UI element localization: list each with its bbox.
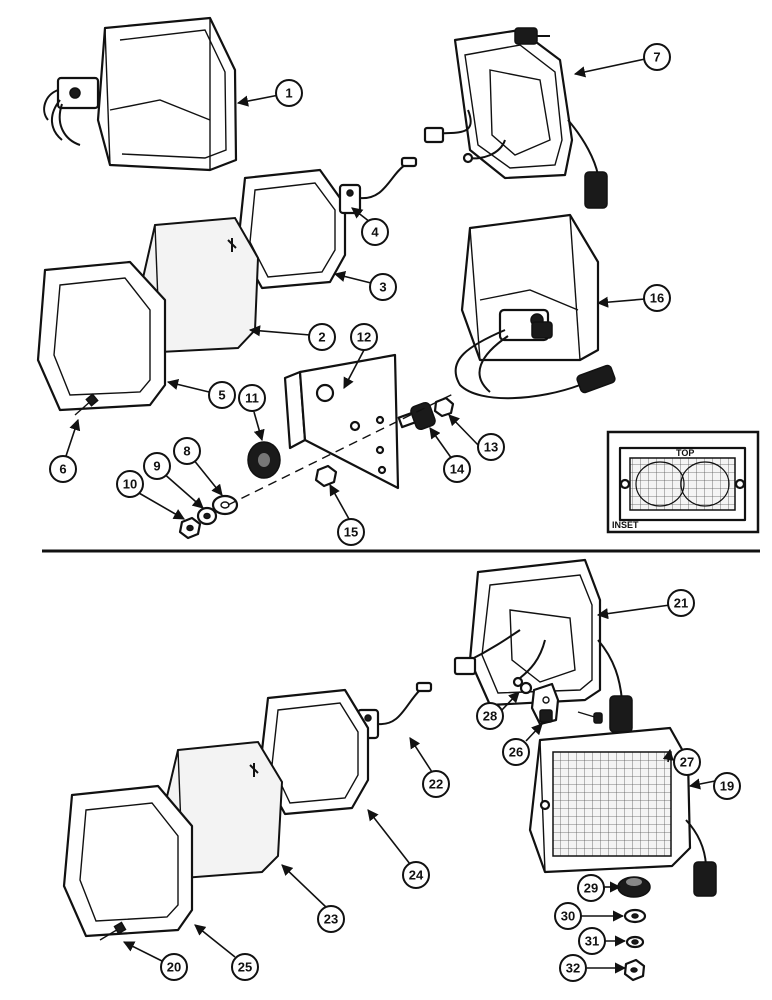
callout-29: 29 [577, 874, 605, 902]
svg-text:30: 30 [561, 909, 575, 924]
svg-text:31: 31 [585, 934, 599, 949]
svg-text:2: 2 [318, 330, 325, 345]
lamp-assembly-part-19 [528, 726, 717, 897]
callout-6: 6 [49, 455, 77, 483]
svg-text:25: 25 [238, 960, 252, 975]
callout-30: 30 [554, 902, 582, 930]
callout-27: 27 [673, 748, 701, 776]
lamp-housing-part-16 [454, 213, 616, 400]
lamp-housing-part-1 [43, 16, 238, 172]
inset-label: INSET [612, 520, 639, 530]
callout-16: 16 [643, 284, 671, 312]
grommet-part-29 [617, 876, 651, 898]
svg-text:10: 10 [123, 477, 137, 492]
callout-32: 32 [559, 954, 587, 982]
inset-top-mark: TOP [676, 448, 694, 458]
terminal-part-28 [519, 681, 533, 695]
svg-text:9: 9 [153, 459, 160, 474]
callout-8: 8 [173, 437, 201, 465]
callout-3: 3 [369, 273, 397, 301]
svg-text:29: 29 [584, 881, 598, 896]
callout-9: 9 [143, 452, 171, 480]
bezel-part-25 [62, 784, 194, 938]
svg-text:24: 24 [409, 868, 424, 883]
svg-text:7: 7 [653, 50, 660, 65]
svg-text:28: 28 [483, 709, 497, 724]
callout-12: 12 [350, 323, 378, 351]
lamp-housing-part-7 [423, 27, 608, 209]
callout-15: 15 [337, 518, 365, 546]
svg-text:20: 20 [167, 960, 181, 975]
nut-part-10 [178, 516, 202, 540]
nut-part-15 [314, 464, 338, 488]
nut-part-32 [623, 958, 646, 982]
bolt-part-27 [577, 711, 603, 724]
svg-text:4: 4 [371, 225, 379, 240]
leader-lines [65, 58, 716, 974]
bracket-part-26 [530, 682, 560, 726]
callout-11: 11 [238, 384, 266, 412]
svg-text:21: 21 [674, 596, 688, 611]
callout-14: 14 [443, 455, 471, 483]
callout-13: 13 [477, 433, 505, 461]
svg-text:26: 26 [509, 745, 523, 760]
callout-7: 7 [643, 43, 671, 71]
lamp-housing-part-21 [453, 558, 633, 733]
svg-text:13: 13 [484, 440, 498, 455]
svg-text:19: 19 [720, 779, 734, 794]
callout-23: 23 [317, 905, 345, 933]
svg-text:16: 16 [650, 291, 664, 306]
callout-4: 4 [361, 218, 389, 246]
callout-22: 22 [422, 770, 450, 798]
grommet-part-11 [247, 441, 281, 479]
svg-text:1: 1 [285, 86, 292, 101]
callout-31: 31 [578, 927, 606, 955]
washer-part-30 [623, 908, 647, 924]
callout-2: 2 [308, 323, 336, 351]
bulb-socket-part-4 [338, 156, 418, 215]
callout-21: 21 [667, 589, 695, 617]
screw-part-6 [74, 393, 99, 416]
svg-text:23: 23 [324, 912, 338, 927]
svg-text:6: 6 [59, 462, 66, 477]
washer-part-8 [211, 494, 239, 516]
callout-24: 24 [402, 861, 430, 889]
svg-text:32: 32 [566, 961, 580, 976]
mounting-bracket-part-12 [283, 353, 400, 490]
assembly-axis-line [227, 392, 456, 506]
svg-text:8: 8 [183, 444, 190, 459]
inset-box: TOP INSET [606, 430, 760, 534]
callout-1: 1 [275, 79, 303, 107]
bezel-part-5 [36, 260, 167, 412]
stud-part-14 [397, 401, 436, 431]
callout-5: 5 [208, 381, 236, 409]
svg-text:22: 22 [429, 777, 443, 792]
svg-text:11: 11 [245, 391, 259, 406]
svg-text:3: 3 [379, 280, 386, 295]
lock-washer-part-9 [196, 506, 218, 526]
screw-part-20 [99, 921, 127, 941]
callout-28: 28 [476, 702, 504, 730]
callout-20: 20 [160, 953, 188, 981]
nut-part-13 [433, 396, 455, 418]
svg-text:14: 14 [450, 462, 465, 477]
callout-19: 19 [713, 772, 741, 800]
svg-text:5: 5 [218, 388, 225, 403]
callout-25: 25 [231, 953, 259, 981]
lock-washer-part-31 [625, 935, 645, 949]
svg-text:15: 15 [344, 525, 358, 540]
svg-text:12: 12 [357, 330, 371, 345]
svg-text:27: 27 [680, 755, 694, 770]
callout-26: 26 [502, 738, 530, 766]
callout-10: 10 [116, 470, 144, 498]
